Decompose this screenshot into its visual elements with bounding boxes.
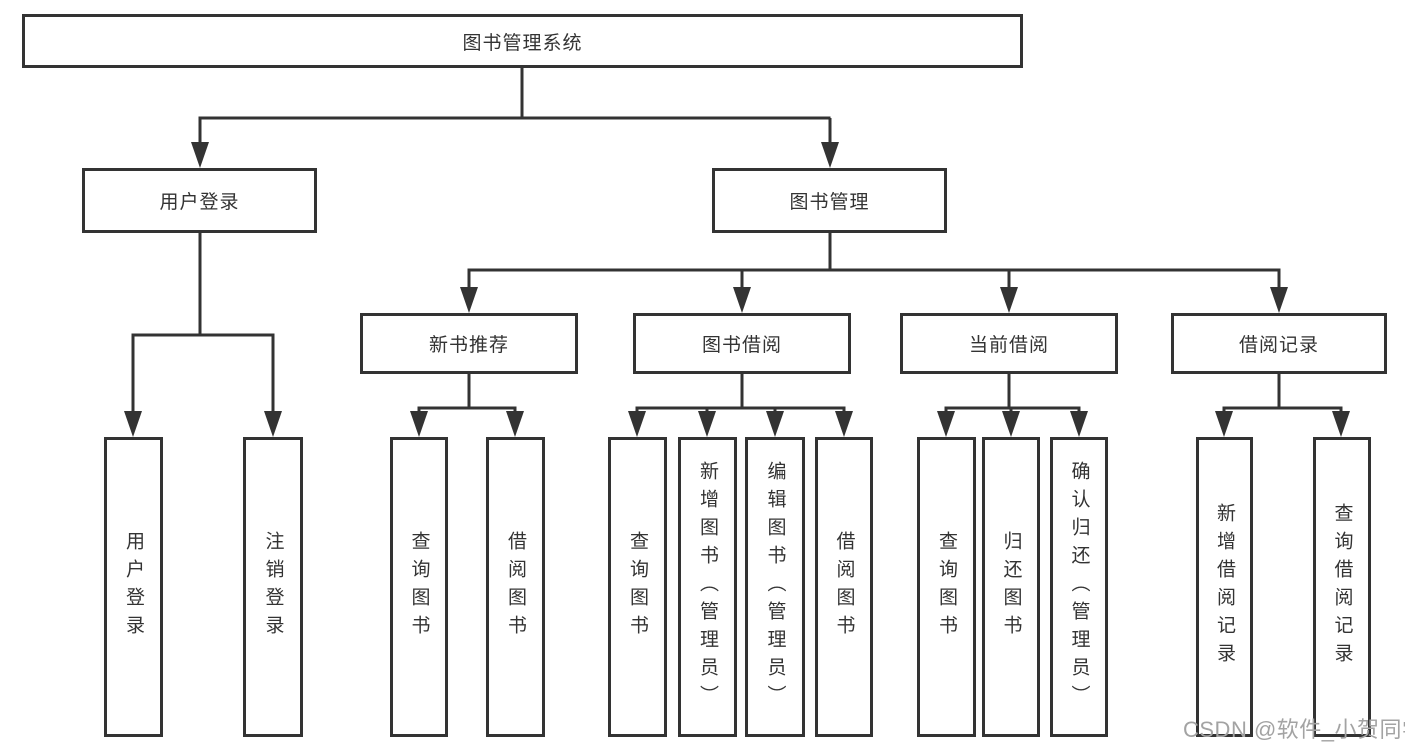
leaf-label: 查询图书	[408, 531, 430, 643]
watermark: CSDN @软件_小贺同学	[1183, 717, 1405, 742]
arrow-down-icon	[124, 411, 142, 437]
node-label: 借阅记录	[1238, 335, 1319, 356]
arrow-down-icon	[1000, 287, 1018, 313]
node-label: 用户登录	[159, 192, 240, 213]
leaf-label: 归还图书	[1000, 531, 1022, 643]
arrow-down-icon	[628, 411, 646, 437]
leaf-label: 查询图书	[627, 531, 648, 643]
leaf-add-book-admin: 新增图书（管理员）	[678, 437, 737, 737]
leaf-query-borrow-record: 查询借阅记录	[1313, 437, 1371, 737]
leaf-add-borrow-record: 新增借阅记录	[1196, 437, 1253, 737]
leaf-confirm-return-admin: 确认归还（管理员）	[1050, 437, 1108, 737]
leaf-return-book: 归还图书	[982, 437, 1040, 737]
node-user-login: 用户登录	[82, 168, 317, 233]
arrow-down-icon	[835, 411, 853, 437]
leaf-borrow-books-recommend: 借阅图书	[486, 437, 545, 737]
arrow-down-icon	[766, 411, 784, 437]
node-label: 图书借阅	[701, 335, 782, 356]
arrow-down-icon	[733, 287, 751, 313]
node-book-borrowing: 图书借阅	[633, 313, 851, 374]
leaf-label: 查询图书	[936, 531, 957, 643]
node-label: 图书管理	[789, 192, 870, 213]
arrowheads	[124, 142, 1350, 437]
node-new-book-recommendation: 新书推荐	[360, 313, 578, 374]
node-book-management: 图书管理	[712, 168, 947, 233]
arrow-down-icon	[191, 142, 209, 168]
node-label: 图书管理系统	[462, 32, 583, 54]
arrow-down-icon	[1002, 411, 1020, 437]
leaf-query-books-borrowing: 查询图书	[608, 437, 667, 737]
leaf-label: 新增借阅记录	[1214, 503, 1235, 671]
node-library-management-system: 图书管理系统	[22, 14, 1023, 68]
node-borrowing-records: 借阅记录	[1171, 313, 1387, 374]
node-label: 新书推荐	[428, 335, 509, 356]
leaf-edit-book-admin: 编辑图书（管理员）	[745, 437, 805, 737]
leaf-label: 编辑图书（管理员）	[764, 461, 786, 713]
arrow-down-icon	[1215, 411, 1233, 437]
leaf-label: 新增图书（管理员）	[697, 461, 718, 713]
node-label: 当前借阅	[968, 335, 1049, 356]
arrow-down-icon	[1270, 287, 1288, 313]
arrow-down-icon	[264, 411, 282, 437]
leaf-query-books-current: 查询图书	[917, 437, 976, 737]
leaf-label: 查询借阅记录	[1331, 503, 1353, 671]
arrow-down-icon	[410, 411, 428, 437]
leaf-user-login: 用户登录	[104, 437, 163, 737]
leaf-label: 注销登录	[262, 531, 284, 643]
arrow-down-icon	[506, 411, 524, 437]
leaf-label: 借阅图书	[833, 531, 855, 643]
node-current-borrowing: 当前借阅	[900, 313, 1118, 374]
arrow-down-icon	[821, 142, 839, 168]
arrow-down-icon	[1070, 411, 1088, 437]
leaf-label: 确认归还（管理员）	[1068, 461, 1090, 713]
leaf-query-books-recommend: 查询图书	[390, 437, 448, 737]
leaf-borrow-books-borrowing: 借阅图书	[815, 437, 873, 737]
arrow-down-icon	[937, 411, 955, 437]
leaf-label: 用户登录	[123, 531, 144, 643]
arrow-down-icon	[1332, 411, 1350, 437]
arrow-down-icon	[698, 411, 716, 437]
arrow-down-icon	[460, 287, 478, 313]
leaf-logout: 注销登录	[243, 437, 303, 737]
leaf-label: 借阅图书	[505, 531, 526, 643]
